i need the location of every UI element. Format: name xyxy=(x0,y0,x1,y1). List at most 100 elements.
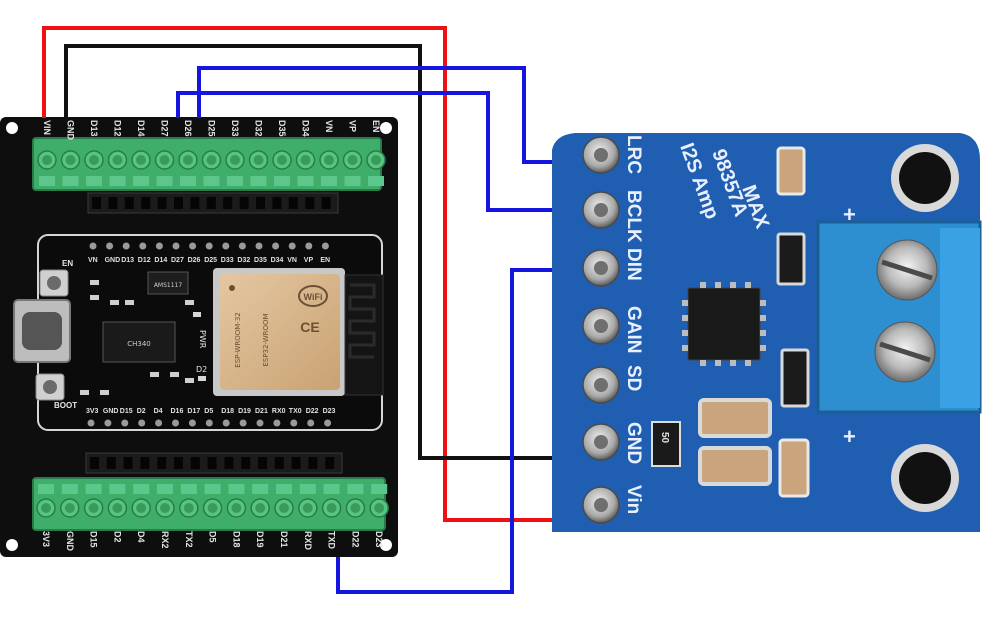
module-bottom-pin-label: TX0 xyxy=(289,408,302,415)
bottom-terminal-screw[interactable] xyxy=(36,498,56,518)
en-button-cap xyxy=(47,276,61,290)
bottom-terminal-screw[interactable] xyxy=(131,498,151,518)
module-pin xyxy=(307,419,315,427)
top-terminal-screw[interactable] xyxy=(84,150,104,170)
bottom-terminal-screw[interactable] xyxy=(202,498,223,518)
boot-button-label: BOOT xyxy=(54,401,77,410)
bottom-terminal-screw[interactable] xyxy=(60,498,80,518)
bottom-pin-label: D19 xyxy=(255,531,265,548)
smd-component xyxy=(125,300,134,305)
amp-mount-hole-bottom-inner xyxy=(899,452,951,504)
module-bottom-pin-label: D5 xyxy=(204,408,213,415)
bottom-terminal-screw[interactable] xyxy=(321,498,342,518)
module-top-pin-label: D27 xyxy=(171,257,184,264)
mounting-hole xyxy=(6,122,18,134)
terminal-slot xyxy=(109,484,126,494)
bottom-terminal-screw[interactable] xyxy=(345,498,366,518)
plus-marking: + xyxy=(843,202,856,227)
bottom-terminal-screw[interactable] xyxy=(155,498,175,518)
terminal-slot xyxy=(38,484,54,494)
bottom-pin-label: D2 xyxy=(112,531,122,543)
header-slot xyxy=(190,197,200,209)
top-terminal-screw[interactable] xyxy=(342,150,363,170)
module-top-pin-label: EN xyxy=(320,257,330,264)
bottom-pin-label: D4 xyxy=(136,531,146,543)
header-slot xyxy=(92,197,101,209)
amp-pin-lrc[interactable] xyxy=(582,136,620,174)
amp-pin-gnd[interactable] xyxy=(582,423,620,461)
small-cap xyxy=(651,421,681,467)
bottom-terminal-screw[interactable] xyxy=(107,498,128,518)
amp-pin-sd[interactable] xyxy=(582,366,620,404)
module-bottom-pin-label: D22 xyxy=(306,408,319,415)
module-pin xyxy=(238,242,246,250)
top-terminal-screw[interactable] xyxy=(107,150,128,170)
top-terminal-screw[interactable] xyxy=(37,150,57,170)
terminal-slot xyxy=(344,176,361,186)
amp-pin-bclk[interactable] xyxy=(582,191,620,229)
top-terminal-screw[interactable] xyxy=(248,150,269,170)
terminal-slot xyxy=(276,484,292,494)
bottom-terminal-screw[interactable] xyxy=(250,498,270,518)
top-terminal-screw[interactable] xyxy=(225,150,245,170)
module-pin xyxy=(255,242,263,250)
top-terminal-screw[interactable] xyxy=(131,150,151,170)
terminal-slot xyxy=(368,176,384,186)
max98357a-board: + + MAX 98357A I2S Amp LRCBCLKDINGAINSDG… xyxy=(552,133,982,533)
top-terminal-screw[interactable] xyxy=(295,150,316,170)
top-pin-label: D25 xyxy=(207,120,217,137)
capacitor xyxy=(778,438,810,498)
bottom-pin-label: GND xyxy=(65,531,75,552)
top-pin-label: D32 xyxy=(254,120,264,137)
bottom-terminal-screw[interactable] xyxy=(274,498,294,518)
amp-pin-din[interactable] xyxy=(582,249,620,287)
ic-legs xyxy=(682,282,766,366)
bottom-terminal-screw[interactable] xyxy=(298,498,318,518)
speaker-screw-1[interactable] xyxy=(876,239,938,301)
wifi-brand-text: WiFi xyxy=(304,292,323,302)
module-top-pin-label: GND xyxy=(105,257,121,264)
top-terminal-screw[interactable] xyxy=(366,150,386,170)
bottom-pin-label: D15 xyxy=(89,531,99,548)
capacitor-large xyxy=(698,398,772,438)
top-terminal-screw[interactable] xyxy=(272,150,292,170)
module-pin xyxy=(106,242,114,250)
bottom-terminal-screw[interactable] xyxy=(369,498,389,518)
bottom-terminal-screw[interactable] xyxy=(83,498,104,518)
top-terminal-screw[interactable] xyxy=(319,150,339,170)
terminal-slot xyxy=(204,484,221,494)
antenna-area xyxy=(344,274,384,396)
module-pin xyxy=(288,242,296,250)
terminal-slot xyxy=(61,484,78,494)
resistor xyxy=(776,232,806,286)
header-slot xyxy=(272,197,282,209)
bottom-terminal-screw[interactable] xyxy=(179,498,199,518)
top-pin-label: D26 xyxy=(183,120,193,137)
module-top-pin-label: D33 xyxy=(221,257,234,264)
top-terminal-screw[interactable] xyxy=(178,150,198,170)
header-slot xyxy=(308,457,318,469)
bottom-terminal-screws xyxy=(36,484,389,518)
wire-lrc xyxy=(197,66,552,164)
top-terminal-screw[interactable] xyxy=(201,150,222,170)
module-pin xyxy=(222,419,230,427)
module-pin xyxy=(205,242,213,250)
top-terminal-screw[interactable] xyxy=(154,150,175,170)
bottom-terminal-screw[interactable] xyxy=(226,498,247,518)
usb-serial-chip-label: CH340 xyxy=(127,340,151,348)
amp-pin-gain[interactable] xyxy=(582,307,620,345)
ce-mark: CE xyxy=(300,319,319,335)
terminal-slot xyxy=(180,176,196,186)
antenna-trace xyxy=(348,283,376,359)
amp-pin-vin[interactable] xyxy=(582,486,620,524)
speaker-screw-2[interactable] xyxy=(874,321,936,383)
top-terminal-screw[interactable] xyxy=(60,150,81,170)
resistor xyxy=(780,348,810,408)
header-slot xyxy=(157,197,167,209)
wroom-model-text: ESP32-WROOM xyxy=(262,313,270,366)
small-cap-label: 50 xyxy=(659,432,670,444)
module-bottom-pin-label: 3V3 xyxy=(86,408,99,415)
